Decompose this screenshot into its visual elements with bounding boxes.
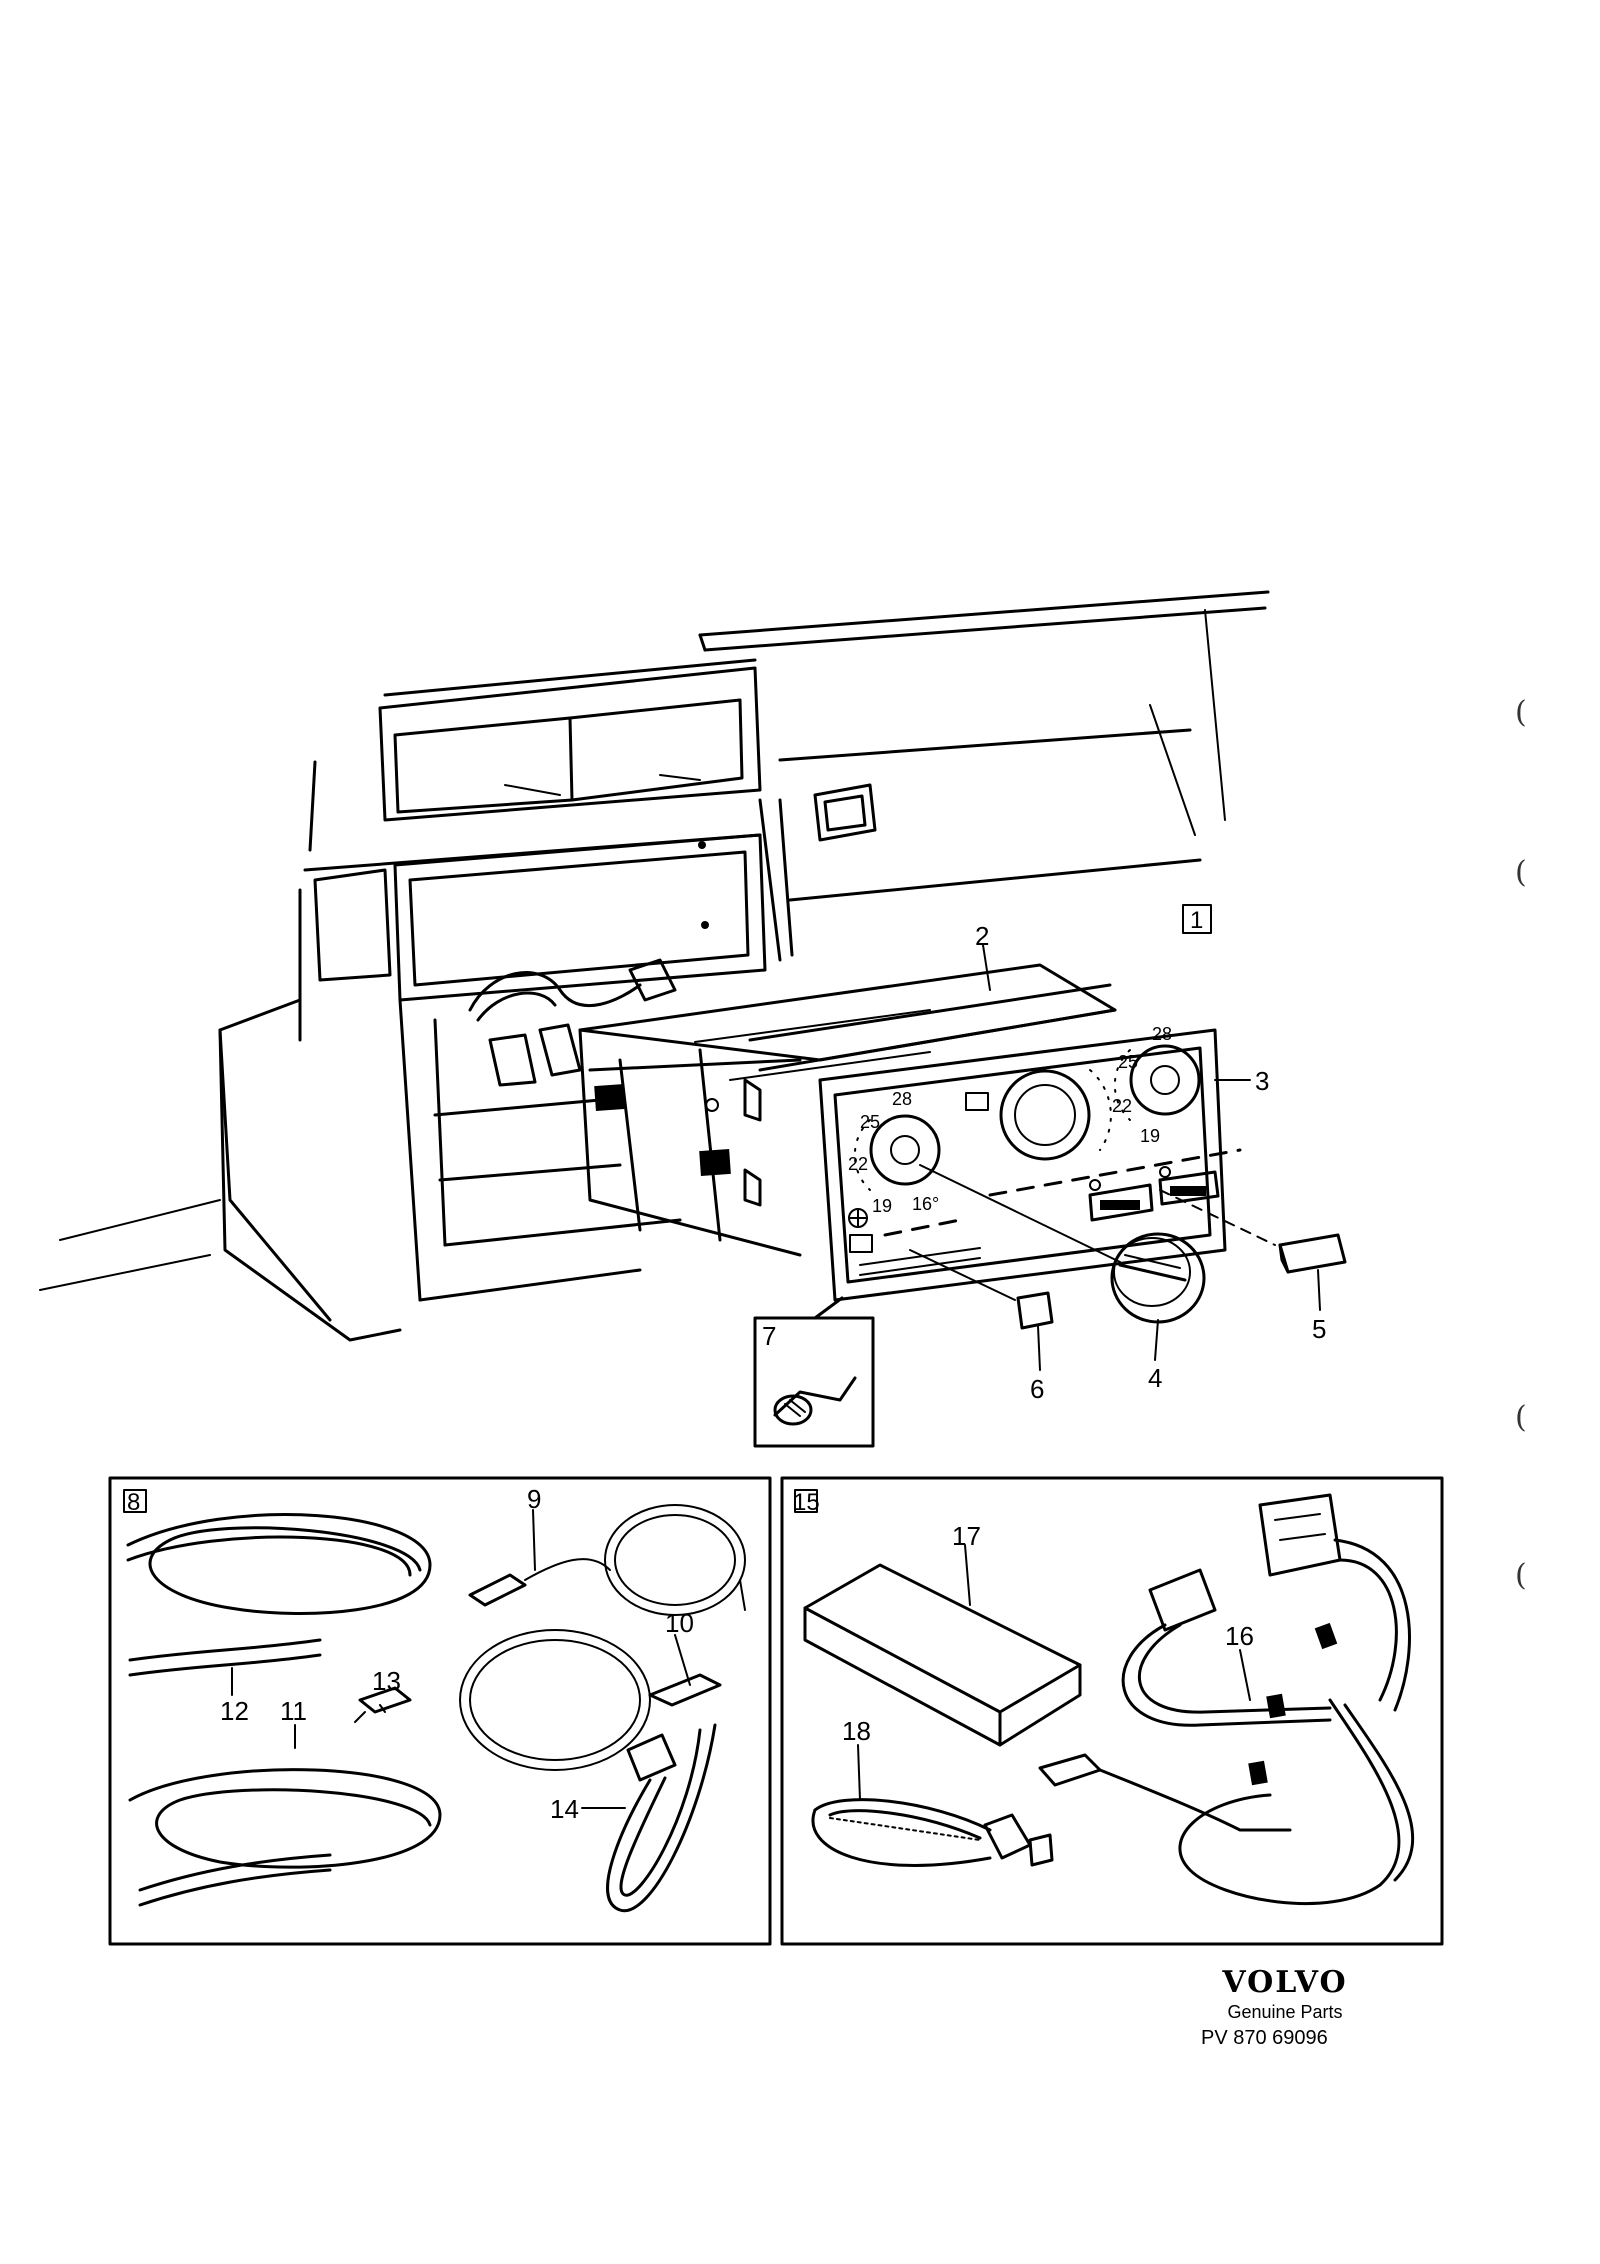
callout-16: 16	[1225, 1621, 1254, 1651]
left-dial-22: 22	[848, 1154, 868, 1174]
left-dial-16: 16°	[912, 1194, 939, 1214]
left-dial-19: 19	[872, 1196, 892, 1216]
bulb-box-part-7	[753, 1296, 875, 1448]
right-dial-28: 28	[1152, 1024, 1172, 1044]
left-dial-25: 25	[860, 1112, 880, 1132]
callout-5: 5	[1312, 1314, 1326, 1344]
brand-block: VOLVO Genuine Parts PV 870 69096	[1195, 1965, 1375, 2050]
kit-box-8	[108, 1476, 772, 1946]
binder-mark: (	[1515, 695, 1527, 730]
callout-13: 13	[372, 1666, 401, 1696]
button-cap-part-5	[1159, 1189, 1347, 1274]
callout-10: 10	[665, 1608, 694, 1638]
callout-6: 6	[1030, 1374, 1044, 1404]
binder-mark: (	[1515, 1558, 1527, 1593]
leader-lines	[231, 944, 1321, 1809]
center-dial-ring	[999, 1069, 1091, 1161]
volvo-logo: VOLVO	[1222, 1965, 1348, 2000]
binder-mark: (	[1515, 855, 1527, 890]
callout-11: 11	[280, 1696, 307, 1726]
callout-18: 18	[842, 1716, 871, 1746]
right-dial-ring	[1129, 1044, 1201, 1116]
callout-14: 14	[550, 1794, 579, 1824]
right-dial-25: 25	[1118, 1052, 1138, 1072]
callout-17: 17	[952, 1521, 981, 1551]
callout-15: 15	[793, 1489, 820, 1516]
kit-box-15	[780, 1476, 1444, 1946]
left-dial-ring	[869, 1114, 941, 1186]
callout-1: 1	[1190, 907, 1203, 934]
callout-12: 12	[220, 1696, 249, 1726]
callout-2: 2	[975, 921, 989, 951]
part-code: PV 870 69096	[1201, 2027, 1328, 2049]
small-cap-part-6	[909, 1249, 1054, 1330]
brand-subtitle: Genuine Parts	[1227, 2002, 1343, 2022]
dashboard-outline	[39, 590, 1270, 1342]
binder-mark: (	[1515, 1400, 1527, 1435]
callout-box-1	[1182, 904, 1212, 934]
callout-3: 3	[1255, 1066, 1269, 1096]
control-unit-housing	[578, 963, 1117, 1257]
right-dial-19: 19	[1140, 1126, 1160, 1146]
callout-7: 7	[762, 1321, 776, 1351]
callout-8: 8	[127, 1489, 140, 1516]
right-dial-22: 22	[1112, 1096, 1132, 1116]
callout-4: 4	[1148, 1363, 1162, 1393]
left-dial-28: 28	[892, 1089, 912, 1109]
callout-9: 9	[527, 1484, 541, 1514]
control-panel-front	[818, 1028, 1242, 1302]
